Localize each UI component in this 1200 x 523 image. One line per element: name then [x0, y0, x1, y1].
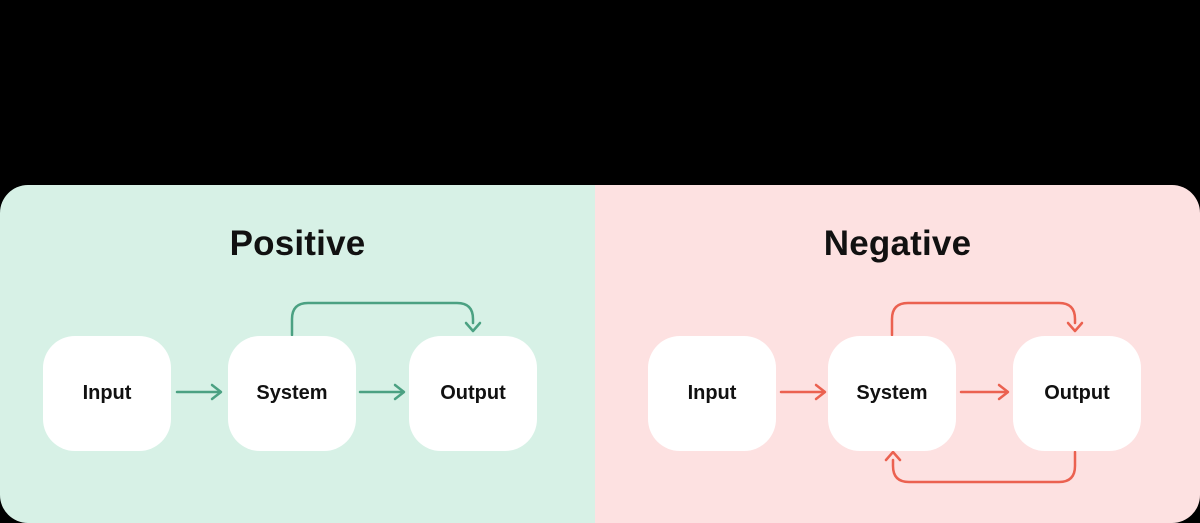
- node-system: System: [828, 336, 956, 451]
- node-output-label: Output: [440, 382, 506, 404]
- node-system-label: System: [856, 382, 928, 404]
- arrow-loop-bottom-output-to-system: [884, 450, 1077, 484]
- panel-positive: Positive Input System Output: [0, 185, 595, 523]
- connector-arrows-negative: [779, 301, 1084, 484]
- node-input-label: Input: [82, 382, 132, 404]
- panel-title-positive: Positive: [229, 224, 366, 263]
- panel-negative: Negative Input System: [595, 185, 1200, 523]
- node-system-label: System: [256, 382, 328, 404]
- arrow-system-to-output: [358, 383, 406, 401]
- arrow-loop-top-system-to-output: [890, 301, 1084, 337]
- node-output-label: Output: [1044, 382, 1110, 404]
- node-output: Output: [1013, 336, 1141, 451]
- node-input: Input: [648, 336, 776, 451]
- connector-arrows-positive: [175, 301, 482, 401]
- arrow-input-to-system: [779, 383, 827, 401]
- node-system: System: [228, 336, 356, 451]
- arrow-input-to-system: [175, 383, 223, 401]
- top-black-region: [0, 0, 1200, 185]
- arrow-system-to-output: [959, 383, 1010, 401]
- panel-title-negative: Negative: [823, 224, 972, 263]
- node-input-label: Input: [687, 382, 737, 404]
- arrow-loop-top-system-to-output: [290, 301, 482, 337]
- node-input: Input: [43, 336, 171, 451]
- node-output: Output: [409, 336, 537, 451]
